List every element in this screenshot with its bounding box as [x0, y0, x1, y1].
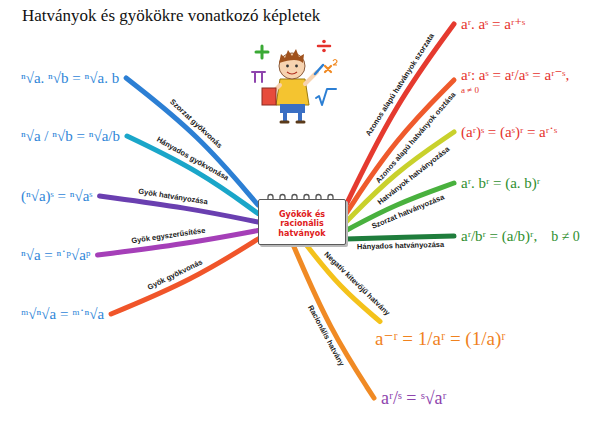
- branch-band: [111, 239, 258, 314]
- formula-node: a⁻ʳ = 1/aʳ = (1/a)ʳ: [372, 325, 508, 352]
- branch-label: Gyök hatványozása: [137, 188, 207, 206]
- formula-node: ⁿ√a / ⁿ√b = ⁿ√a/b: [18, 126, 123, 147]
- formula-node: aʳ/ˢ = ˢ√aʳ: [378, 386, 449, 411]
- branch-label: Szorzat gyökvonás: [168, 98, 223, 150]
- formula: aʳ: aˢ = aʳ/aˢ = aʳ⁻ˢ,: [461, 66, 569, 84]
- formula-node: ⁿ√a = ⁿ˙ᵖ√aᵖ: [18, 245, 94, 266]
- formula-node: ⁿ√a. ⁿ√b = ⁿ√a. b: [18, 68, 122, 89]
- condition: b ≠ 0: [551, 229, 580, 245]
- branch-band: [126, 78, 258, 205]
- formula: aʳ. bʳ = (a. b)ʳ: [461, 175, 540, 192]
- formula: aʳ/ˢ = ˢ√aʳ: [381, 388, 446, 409]
- central-topic: Gyökök és racionális hatványok: [258, 199, 346, 245]
- formula-node: aʳ. bʳ = (a. b)ʳ: [458, 173, 543, 194]
- branch-band: [346, 132, 454, 222]
- formula: aʳ/bʳ = (a/b)ʳ,: [461, 228, 537, 245]
- branch-label: Gyök egyszerűsítése: [131, 227, 206, 245]
- formula-node: (ⁿ√a)ˢ = ⁿ√aˢ: [18, 186, 96, 207]
- formula-node: (aʳ)ˢ = (aˢ)ʳ = aʳ˙ˢ: [458, 122, 560, 143]
- formula: ⁿ√a = ⁿ˙ᵖ√aᵖ: [21, 247, 91, 264]
- formula: ᵐ√ⁿ√a = ᵐ˙ⁿ√a: [21, 306, 104, 323]
- branch-label: Hányados hatványozása: [357, 241, 444, 251]
- formula: aʳ. aˢ = aʳ⁺ˢ: [461, 15, 525, 33]
- formula: (aʳ)ˢ = (aˢ)ʳ = aʳ˙ˢ: [461, 124, 557, 141]
- formula: a⁻ʳ = 1/aʳ = (1/a)ʳ: [375, 327, 505, 350]
- branch-label: Negatív kitevőjű hatvány: [323, 251, 391, 318]
- formula: (ⁿ√a)ˢ = ⁿ√aˢ: [21, 188, 93, 205]
- branch-label: Racionális hatvány: [306, 304, 345, 367]
- student-figure: [262, 49, 323, 122]
- branch-band: [293, 245, 374, 398]
- branch-band: [306, 245, 380, 322]
- formula-node: ᵐ√ⁿ√a = ᵐ˙ⁿ√a: [18, 304, 107, 325]
- formula: ⁿ√a. ⁿ√b = ⁿ√a. b: [21, 70, 119, 87]
- formula-node: aʳ/bʳ = (a/b)ʳ, b ≠ 0: [458, 226, 583, 247]
- branch-band: [346, 236, 454, 239]
- formula-node: aʳ. aˢ = aʳ⁺ˢ: [458, 13, 528, 35]
- formula-node: aʳ: aˢ = aʳ/aˢ = aʳ⁻ˢ,a ≠ 0: [458, 64, 572, 97]
- formula: ⁿ√a / ⁿ√b = ⁿ√a/b: [21, 128, 120, 145]
- math-symbols: [252, 40, 337, 105]
- branch-band: [346, 80, 454, 214]
- title: Hatványok és gyökökre vonatkozó képletek: [22, 6, 320, 26]
- condition: a ≠ 0: [461, 85, 479, 95]
- branch-label: Gyök gyökvonás: [146, 258, 203, 291]
- topic-text: Gyökök és racionális hatványok: [263, 210, 341, 238]
